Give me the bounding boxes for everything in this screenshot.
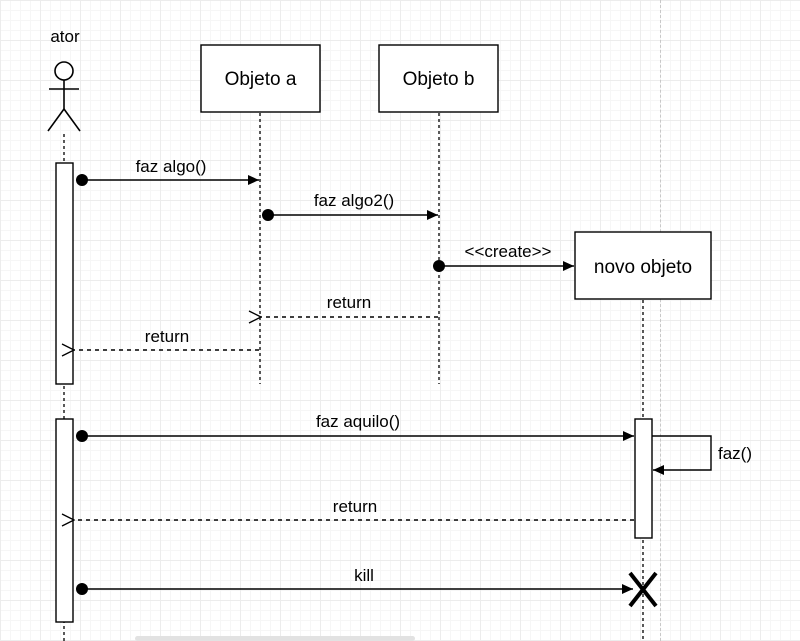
message-label: kill: [354, 566, 374, 585]
message-label: faz aquilo(): [316, 412, 400, 431]
message-label: <<create>>: [465, 242, 552, 261]
actor-activation-bar-2[interactable]: [55, 418, 74, 623]
message-return-to-objeto-a[interactable]: return: [261, 293, 438, 317]
message-label: faz(): [718, 444, 752, 463]
object-label-objeto-a: Objeto a: [225, 69, 297, 90]
message-kill[interactable]: kill: [76, 566, 633, 595]
page-boundary-guide: [660, 0, 661, 641]
message-faz-algo2[interactable]: faz algo2(): [262, 191, 438, 221]
message-return-to-ator[interactable]: return: [74, 327, 259, 350]
message-self-faz[interactable]: faz(): [652, 435, 752, 475]
message-label: return: [145, 327, 189, 346]
actor-activation-bar-1[interactable]: [55, 162, 74, 385]
message-label: faz algo2(): [314, 191, 394, 210]
destroy-x-icon: [628, 571, 658, 608]
object-box-novo-objeto[interactable]: novo objeto: [574, 231, 712, 300]
message-faz-algo[interactable]: faz algo(): [76, 157, 259, 186]
message-label: return: [333, 497, 377, 516]
object-label-objeto-b: Objeto b: [403, 69, 475, 90]
message-create[interactable]: <<create>>: [433, 242, 574, 272]
message-return-from-novo-objeto[interactable]: return: [74, 497, 634, 520]
horizontal-scrollbar[interactable]: [135, 636, 415, 641]
actor-stick-figure-icon[interactable]: [47, 61, 81, 132]
object-box-objeto-a[interactable]: Objeto a: [200, 44, 321, 113]
object-label-novo-objeto: novo objeto: [594, 257, 692, 278]
actor-label: ator: [50, 27, 80, 46]
message-label: faz algo(): [136, 157, 207, 176]
object-box-objeto-b[interactable]: Objeto b: [378, 44, 499, 113]
message-faz-aquilo[interactable]: faz aquilo(): [76, 412, 634, 442]
message-label: return: [327, 293, 371, 312]
novo-objeto-activation-bar[interactable]: [634, 418, 653, 539]
